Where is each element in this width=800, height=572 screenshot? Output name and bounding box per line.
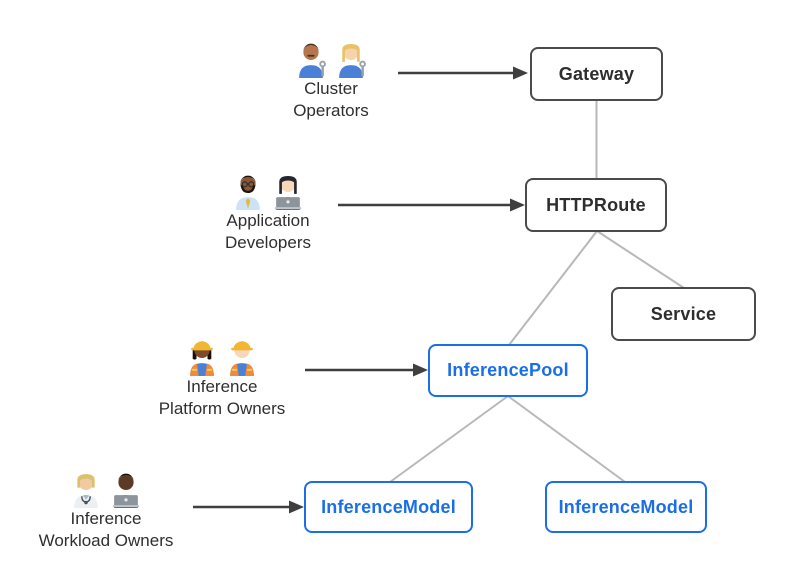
health-worker-emoji <box>74 474 98 508</box>
node-inferencemodel-right: InferenceModel <box>545 481 707 533</box>
persona-inference-workload-owners-icons <box>67 468 145 508</box>
woman-mechanic-emoji <box>339 43 366 78</box>
node-service: Service <box>611 287 756 341</box>
man-mechanic-emoji <box>299 43 326 78</box>
persona-label-line1: Inference <box>70 509 142 528</box>
arrow-inference-workload-owners-to-inferencemodel <box>193 500 304 514</box>
node-inferencepool: InferencePool <box>428 344 588 397</box>
man-construction-worker-emoji <box>230 341 254 376</box>
persona-inference-workload-owners: Inference Workload Owners <box>0 468 212 552</box>
edge-inferencepool-inferencemodel-right <box>507 395 626 483</box>
arrow-inference-platform-owners-to-inferencepool <box>305 363 428 377</box>
node-httproute: HTTPRoute <box>525 178 667 232</box>
node-gateway-label: Gateway <box>558 63 635 84</box>
node-inferencemodel-right-label: InferenceModel <box>558 496 694 517</box>
persona-inference-platform-owners-icons <box>183 336 261 376</box>
arrow-cluster-operators-to-gateway <box>398 66 528 80</box>
arrow-application-developers-to-httproute <box>338 198 525 212</box>
woman-construction-worker-emoji <box>190 341 214 376</box>
edge-inferencepool-inferencemodel-left <box>389 395 509 483</box>
persona-cluster-operators-icons <box>292 38 370 78</box>
node-httproute-label: HTTPRoute <box>546 194 646 215</box>
persona-inference-platform-owners: Inference Platform Owners <box>112 336 332 420</box>
node-inferencemodel-left: InferenceModel <box>304 481 473 533</box>
persona-application-developers: Application Developers <box>168 170 368 254</box>
persona-label-line2: Operators <box>293 101 369 120</box>
persona-label-line2: Workload Owners <box>38 531 174 550</box>
node-service-label: Service <box>650 303 717 324</box>
man-technologist-emoji <box>112 473 140 508</box>
node-gateway: Gateway <box>530 47 663 101</box>
persona-label-line2: Platform Owners <box>158 399 286 418</box>
node-inferencepool-label: InferencePool <box>447 360 569 380</box>
persona-cluster-operators: Cluster Operators <box>231 38 431 122</box>
persona-application-developers-icons <box>229 170 307 210</box>
persona-label-line2: Developers <box>225 233 311 252</box>
woman-technologist-emoji <box>274 175 302 210</box>
persona-label-line1: Application <box>226 211 310 230</box>
persona-label-line1: Cluster <box>304 79 358 98</box>
persona-label-line1: Inference <box>186 377 258 396</box>
edge-httproute-service <box>596 230 685 289</box>
man-office-worker-emoji <box>236 175 260 210</box>
edge-httproute-inferencepool <box>508 230 598 346</box>
node-inferencemodel-left-label: InferenceModel <box>321 496 456 517</box>
